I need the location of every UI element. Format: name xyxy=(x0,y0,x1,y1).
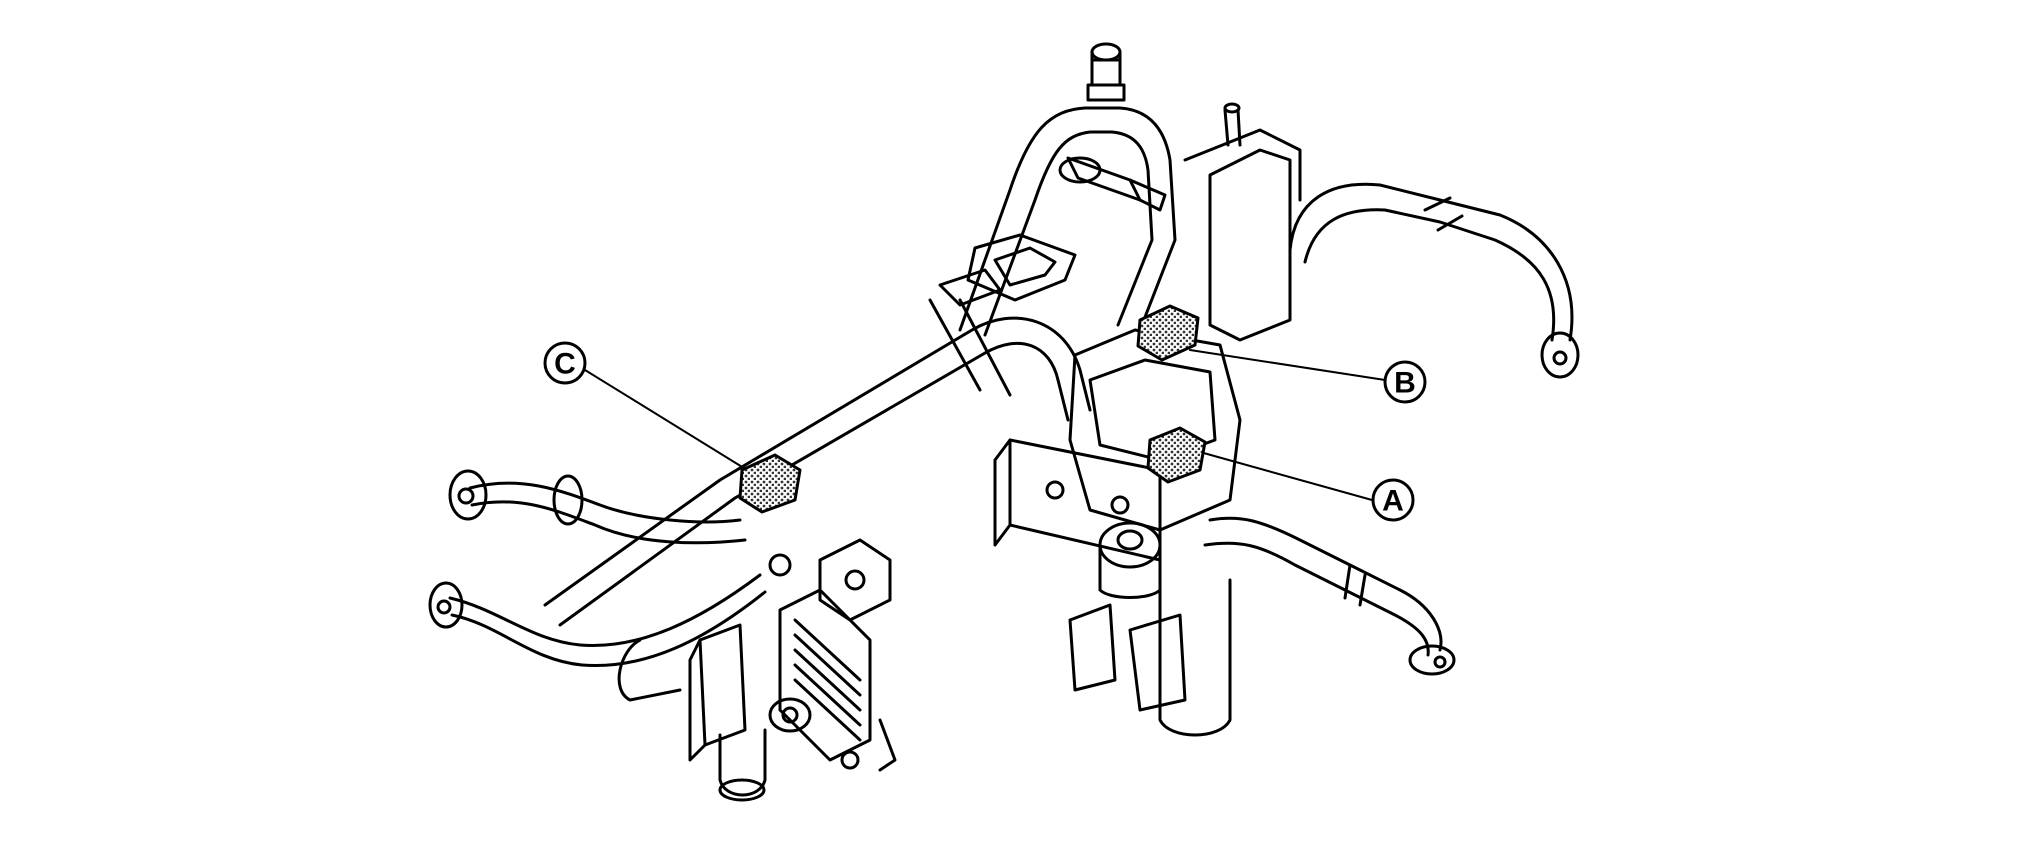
connector-a-shape xyxy=(1146,426,1207,484)
upper-loop-pipe xyxy=(958,106,1177,337)
leader-line-c xyxy=(584,369,761,479)
leader-line-b xyxy=(1189,349,1386,381)
callout-a-letter: A xyxy=(1382,485,1404,518)
connector-c-shape xyxy=(738,453,802,514)
callout-c: C xyxy=(543,341,587,385)
callout-c-letter: C xyxy=(554,348,576,381)
left-bracket-mounts xyxy=(768,538,897,772)
top-valve xyxy=(1086,42,1126,102)
lower-center-bracket xyxy=(1068,568,1232,737)
cooler-stack xyxy=(617,588,872,802)
main-pipe xyxy=(543,316,1092,627)
round-fitting xyxy=(1098,521,1162,599)
pressure-sensor xyxy=(1058,156,1167,212)
callout-b-letter: B xyxy=(1394,367,1416,400)
bracket-connectors xyxy=(928,233,1077,397)
callout-b: B xyxy=(1383,360,1427,404)
right-bracket xyxy=(1183,102,1302,342)
connector-b-shape xyxy=(1136,304,1200,362)
leader-line-a xyxy=(1199,451,1373,501)
callout-a: A xyxy=(1371,478,1415,522)
right-upper-hose xyxy=(1288,182,1580,379)
left-upper-pipe xyxy=(448,469,747,545)
right-lower-hose xyxy=(1203,516,1456,676)
left-lower-pipe xyxy=(428,573,767,668)
